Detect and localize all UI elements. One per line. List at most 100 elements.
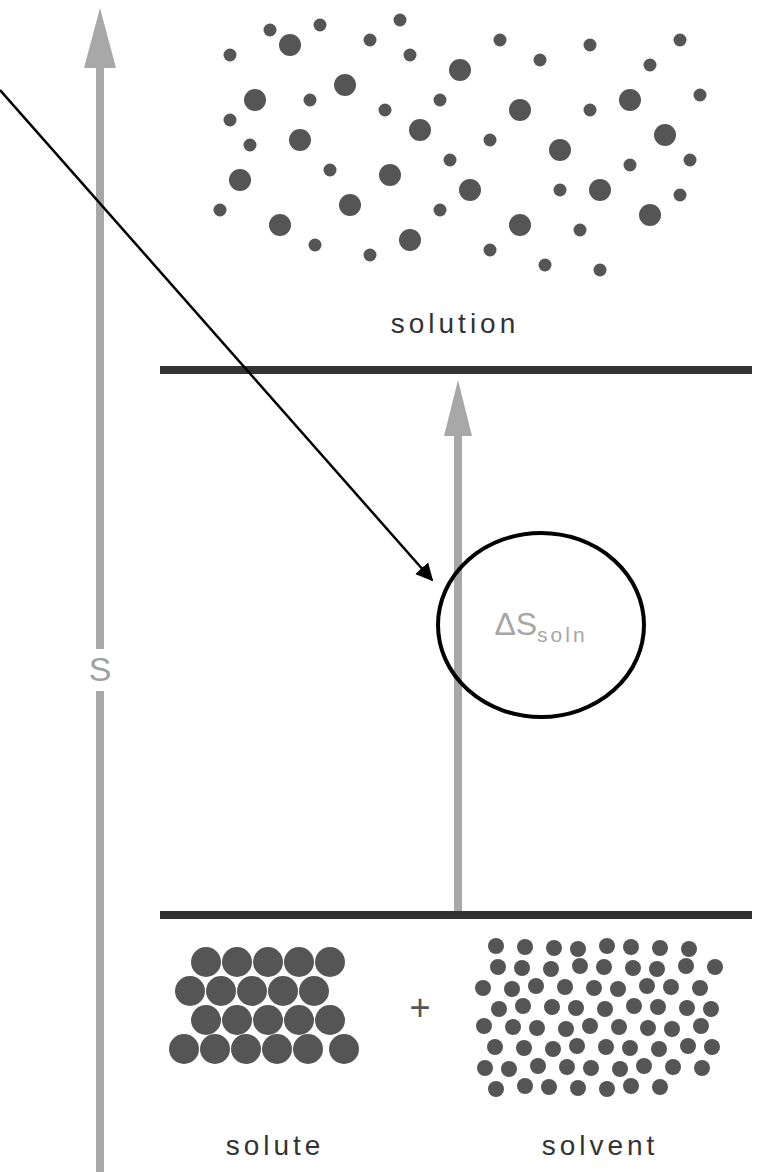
solvent-particle bbox=[545, 1041, 561, 1057]
solvent-particle bbox=[665, 1059, 681, 1075]
solution-solute-particle bbox=[549, 139, 571, 161]
solution-solvent-particle bbox=[324, 164, 337, 177]
solution-solvent-particle bbox=[594, 264, 607, 277]
solution-solute-particle bbox=[449, 59, 471, 81]
solvent-particle bbox=[517, 939, 533, 955]
solvent-particle bbox=[611, 1019, 627, 1035]
solute-particle bbox=[200, 1034, 230, 1064]
solvent-particle bbox=[625, 960, 641, 976]
solvent-particle bbox=[501, 1061, 517, 1077]
solvent-particle bbox=[570, 1080, 586, 1096]
leader-arrow bbox=[0, 90, 432, 580]
solvent-particle bbox=[692, 980, 708, 996]
solute-particle bbox=[293, 1034, 323, 1064]
delta-symbol: ΔS bbox=[494, 607, 537, 642]
solute-particle bbox=[268, 976, 298, 1006]
solution-solvent-particle bbox=[214, 204, 227, 217]
solvent-particle bbox=[568, 1000, 584, 1016]
solution-solvent-particle bbox=[694, 89, 707, 102]
solution-solute-particle bbox=[619, 89, 641, 111]
delta-arrowhead bbox=[444, 380, 472, 436]
solution-solute-particle bbox=[509, 214, 531, 236]
solvent-particle bbox=[707, 959, 723, 975]
solution-solvent-particle bbox=[379, 104, 392, 117]
solvent-particle bbox=[559, 1059, 575, 1075]
solution-solvent-particle bbox=[584, 39, 597, 52]
solution-solute bbox=[229, 34, 676, 251]
axis-arrowhead bbox=[84, 8, 116, 68]
solution-solvent-particle bbox=[314, 19, 327, 32]
solvent-particle bbox=[570, 941, 586, 957]
solvent-particle bbox=[477, 1060, 493, 1076]
solution-solvent-particle bbox=[674, 34, 687, 47]
solvent-particle bbox=[516, 1040, 532, 1056]
solution-solvent-particle bbox=[534, 54, 547, 67]
solvent-particle bbox=[582, 1018, 598, 1034]
solvent-particle bbox=[541, 1079, 557, 1095]
solute-particle bbox=[231, 1034, 261, 1064]
solvent-particle bbox=[651, 1041, 667, 1057]
solution-solvent-particle bbox=[624, 159, 637, 172]
solvent-particle bbox=[652, 1079, 668, 1095]
solute-particle bbox=[284, 1005, 314, 1035]
solution-solute-particle bbox=[379, 164, 401, 186]
solution-solute-particle bbox=[339, 194, 361, 216]
unmixed-level-bar bbox=[160, 911, 752, 919]
solute-particle bbox=[329, 1034, 359, 1064]
solvent-particle bbox=[681, 941, 697, 957]
solution-solute-particle bbox=[409, 119, 431, 141]
solvent-particle bbox=[488, 938, 504, 954]
solvent-particle bbox=[703, 1001, 719, 1017]
plus-sign: + bbox=[409, 988, 430, 1028]
solution-solute-particle bbox=[639, 204, 661, 226]
solute-particle bbox=[253, 947, 283, 977]
solvent-particle bbox=[610, 981, 626, 997]
delta-arrow bbox=[454, 430, 462, 911]
solution-solvent-particle bbox=[574, 224, 587, 237]
solution-solute-particle bbox=[229, 169, 251, 191]
solution-solvent-particle bbox=[364, 249, 377, 262]
solvent-particle bbox=[514, 960, 530, 976]
solution-solute-particle bbox=[269, 214, 291, 236]
solvent-particle bbox=[596, 959, 612, 975]
solution-solvent-particle bbox=[644, 59, 657, 72]
solute-particle bbox=[315, 947, 345, 977]
solute-particle bbox=[284, 947, 314, 977]
solution-solvent-particle bbox=[539, 259, 552, 272]
solvent-particle bbox=[663, 979, 679, 995]
solvent-particle bbox=[640, 1020, 656, 1036]
solvent-particle bbox=[599, 1081, 615, 1097]
solute-particle bbox=[169, 1034, 199, 1064]
solvent bbox=[475, 938, 723, 1097]
solvent-particle bbox=[583, 1060, 599, 1076]
solvent-particle bbox=[488, 1081, 504, 1097]
solution-solvent-particle bbox=[554, 184, 567, 197]
solvent-particle bbox=[622, 1040, 638, 1056]
solvent-particle bbox=[664, 1021, 680, 1037]
state-label: solution bbox=[391, 309, 520, 340]
subscript: soln bbox=[537, 623, 588, 646]
solvent-particle bbox=[612, 1061, 628, 1077]
solvent-particle bbox=[650, 999, 666, 1015]
circled-label: ΔSsoln bbox=[435, 530, 647, 720]
solution-solute-particle bbox=[244, 89, 266, 111]
solution-solvent bbox=[214, 14, 707, 277]
solution-solvent-particle bbox=[434, 204, 447, 217]
solute-particle bbox=[315, 1005, 345, 1035]
solvent-particle bbox=[678, 958, 694, 974]
solution-solute-particle bbox=[334, 74, 356, 96]
solvent-particle bbox=[569, 1038, 585, 1054]
solvent-particle bbox=[487, 1039, 503, 1055]
solute-particle bbox=[222, 947, 252, 977]
solution-solvent-particle bbox=[434, 94, 447, 107]
solution-solvent-particle bbox=[444, 154, 457, 167]
solution-solvent-particle bbox=[309, 239, 322, 252]
solvent-particle bbox=[490, 959, 506, 975]
solution-solvent-particle bbox=[224, 49, 237, 62]
solvent-particle bbox=[505, 1019, 521, 1035]
solvent-particle bbox=[517, 1078, 533, 1094]
solute-particle bbox=[191, 1005, 221, 1035]
solvent-particle bbox=[530, 1058, 546, 1074]
